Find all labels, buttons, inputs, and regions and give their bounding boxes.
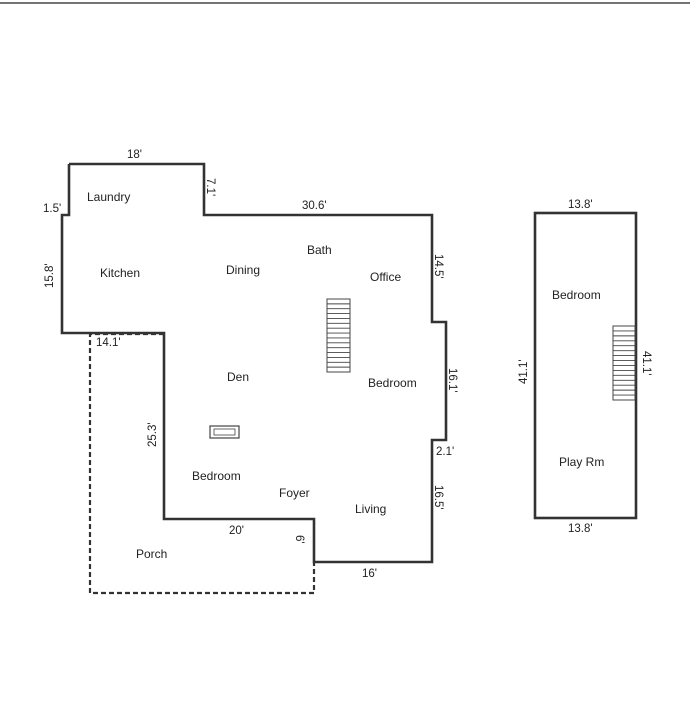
dim-right-bedroom: 16.1' [446, 368, 458, 393]
dim-upper-right: 41.1' [640, 351, 652, 376]
room-label-bath: Bath [307, 243, 332, 257]
upper-staircase [612, 325, 636, 401]
room-label-office: Office [370, 270, 401, 284]
dim-upper-top: 13.8' [568, 199, 593, 211]
room-label-bedroom-left: Bedroom [192, 469, 241, 483]
room-label-dining: Dining [226, 263, 260, 277]
dim-laundry-right: 7.1' [204, 178, 216, 196]
room-label-upper-bedroom: Bedroom [552, 288, 601, 302]
dim-left-den: 25.3' [147, 422, 159, 447]
dim-laundry-left: 1.5' [43, 203, 61, 215]
dim-porch-top: 14.1' [96, 337, 121, 349]
dim-foyer-jog: 6' [293, 535, 305, 544]
dim-top-laundry: 18' [127, 149, 142, 161]
dim-right-jog: 2.1' [436, 446, 454, 458]
dim-top-main: 30.6' [302, 200, 327, 212]
dim-right-office: 14.5' [432, 254, 444, 279]
dim-bottom-porch-wall: 20' [229, 525, 244, 537]
room-label-porch: Porch [136, 547, 167, 561]
dim-upper-left: 41.1' [518, 359, 530, 384]
main-staircase [326, 298, 351, 373]
room-label-play-room: Play Rm [559, 455, 604, 469]
upper-floor-outline [533, 211, 638, 520]
dim-bottom-living: 16' [362, 568, 377, 580]
room-label-laundry: Laundry [87, 190, 130, 204]
dim-upper-bottom: 13.8' [568, 523, 593, 535]
porch-outline [88, 332, 316, 595]
room-label-kitchen: Kitchen [100, 266, 140, 280]
dim-left-kitchen: 15.8' [44, 263, 56, 288]
dim-right-living: 16.5' [432, 485, 444, 510]
room-label-living: Living [355, 502, 386, 516]
fireplace-hearth [213, 428, 236, 436]
room-label-foyer: Foyer [279, 486, 310, 500]
room-label-den: Den [227, 370, 249, 384]
main-floor-outline [60, 162, 448, 564]
room-label-bedroom-right: Bedroom [368, 376, 417, 390]
